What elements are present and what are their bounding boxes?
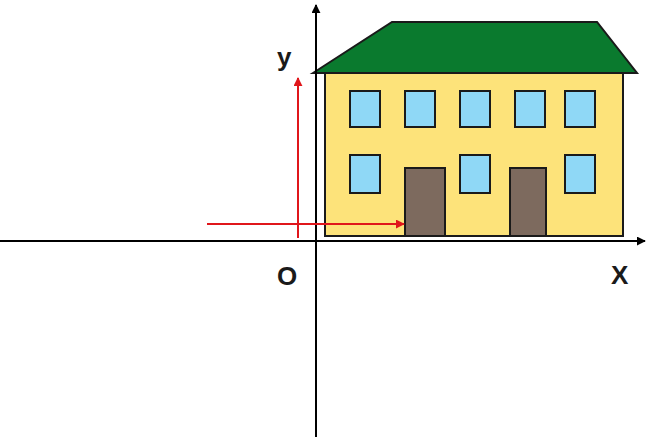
axis-label: X — [611, 262, 628, 288]
house-wall — [325, 72, 623, 236]
red-y-arrow — [297, 78, 299, 238]
red-x-arrow — [207, 223, 404, 225]
windows — [350, 91, 595, 193]
axis-label: y — [277, 44, 291, 70]
doors — [405, 168, 546, 236]
house-roof — [313, 22, 637, 73]
x-axis — [0, 240, 645, 242]
y-axis — [315, 5, 317, 437]
origin-label: O — [277, 263, 297, 289]
